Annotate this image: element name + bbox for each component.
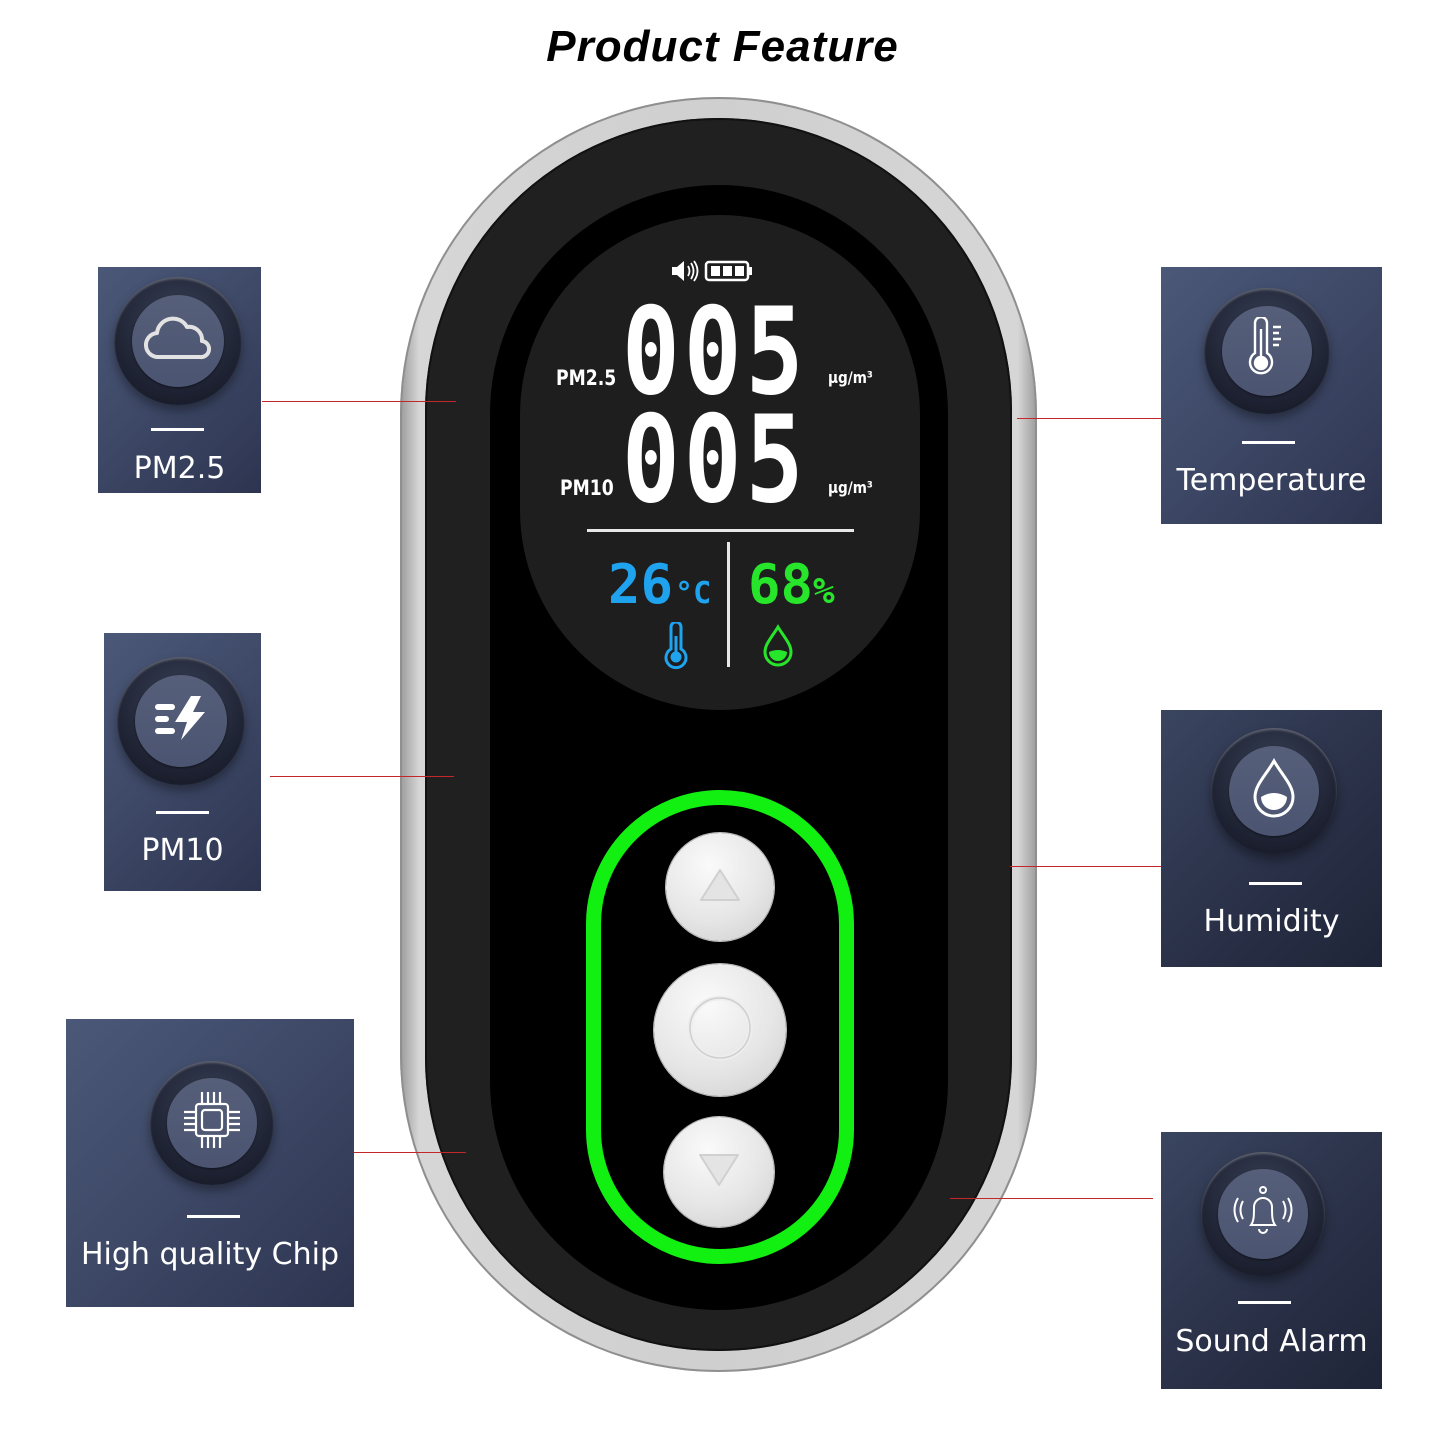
feature-label-sound-alarm: Sound Alarm (1175, 1324, 1368, 1359)
wind-lightning-icon (151, 694, 211, 747)
humidity-value: 68 (748, 553, 814, 616)
feature-label-pm25: PM2.5 (133, 451, 226, 486)
circle-icon (685, 993, 755, 1068)
pm10-value: 005 (622, 390, 808, 530)
pm10-unit: µg/m³ (828, 478, 873, 497)
pm10-lcd-label: PM10 (560, 476, 614, 500)
feature-card-pm25: PM2.5 (98, 267, 261, 493)
card-divider (187, 1215, 240, 1218)
water-drop-icon (760, 624, 796, 673)
up-button[interactable] (666, 833, 774, 941)
temperature-unit: °C (675, 576, 712, 611)
lcd-status-bar (670, 258, 754, 289)
feature-card-pm10: PM10 (104, 633, 261, 891)
lcd-divider-horizontal (587, 529, 854, 532)
pm25-unit: µg/m³ (828, 368, 873, 387)
feature-label-temperature: Temperature (1176, 463, 1367, 498)
water-drop-icon (1249, 757, 1299, 824)
chip-icon (180, 1088, 244, 1157)
connector-chip (354, 1152, 466, 1153)
ok-button[interactable] (654, 964, 786, 1096)
pm25-lcd-label: PM2.5 (556, 366, 617, 390)
card-divider (1238, 1301, 1291, 1304)
triangle-down-icon (697, 1152, 741, 1193)
temperature-value: 26 (608, 553, 674, 616)
card-divider (1249, 882, 1302, 885)
pm25-value: 005 (622, 282, 808, 422)
thermometer-icon (1245, 316, 1289, 384)
card-divider (1242, 441, 1295, 444)
battery-icon (704, 259, 754, 288)
feature-label-humidity: Humidity (1203, 904, 1340, 939)
page-title: Product Feature (546, 22, 899, 71)
feature-label-pm10: PM10 (141, 833, 224, 868)
card-divider (151, 428, 204, 431)
connector-temperature (1017, 418, 1161, 419)
lcd-display (520, 215, 920, 710)
feature-card-humidity: Humidity (1161, 710, 1382, 967)
temperature-reading: 26°C (608, 558, 711, 621)
connector-humidity (1010, 866, 1161, 867)
connector-sound-alarm (950, 1198, 1153, 1199)
connector-pm10 (270, 776, 454, 777)
feature-card-temperature: Temperature (1161, 267, 1382, 524)
humidity-reading: 68% (748, 558, 835, 619)
cloud-icon (143, 315, 213, 366)
lcd-divider-vertical (727, 542, 730, 667)
feature-card-sound-alarm: Sound Alarm (1161, 1132, 1382, 1389)
humidity-unit: % (813, 571, 835, 612)
feature-label-chip: High quality Chip (81, 1237, 339, 1272)
thermometer-icon (659, 620, 693, 675)
speaker-icon (670, 258, 700, 289)
bell-alarm-icon (1229, 1185, 1297, 1242)
card-divider (156, 811, 209, 814)
down-button[interactable] (664, 1117, 774, 1227)
triangle-up-icon (698, 867, 742, 908)
connector-pm25 (262, 401, 456, 402)
feature-card-chip: High quality Chip (66, 1019, 354, 1307)
